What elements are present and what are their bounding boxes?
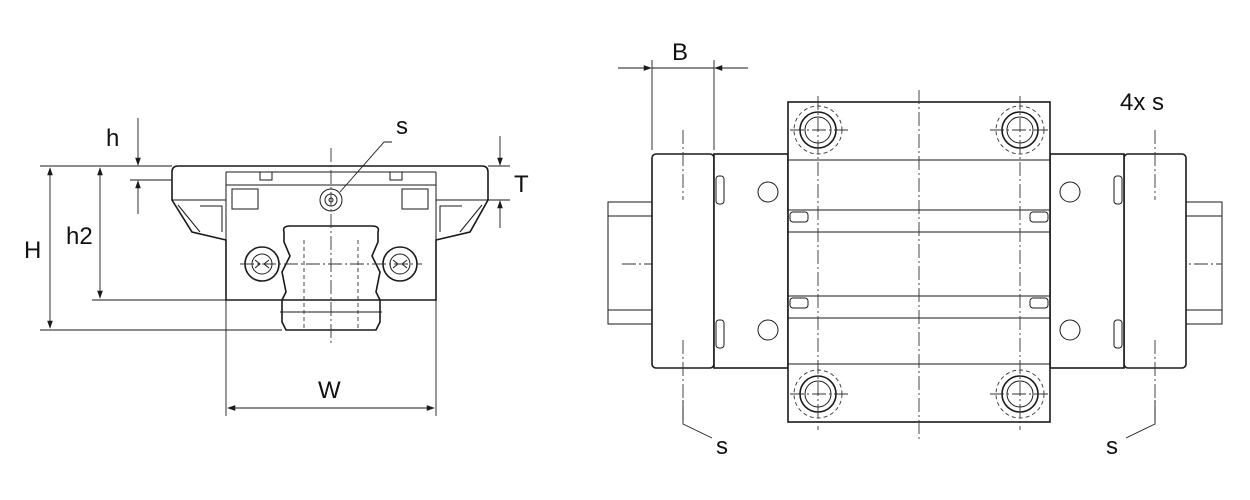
dim-s-label: s (396, 113, 408, 140)
dim-4xs-label: 4x s (1120, 89, 1164, 116)
top-view: B 4x s s s (607, 39, 1223, 460)
right-end-cap (1049, 153, 1125, 369)
dim-h2-label: h2 (66, 223, 93, 250)
end-cap-hole-icon (757, 181, 1081, 341)
dim-B-label: B (672, 39, 688, 66)
left-end-cap (713, 153, 789, 369)
dim-H-label: H (24, 237, 41, 264)
dim-s-left-label: s (716, 433, 728, 460)
rail-profile (281, 225, 381, 331)
dim-T-label: T (514, 171, 529, 198)
dim-W-label: W (318, 377, 341, 404)
front-view: H h2 h T W s (24, 113, 529, 416)
dim-h-label: h (106, 125, 119, 152)
dim-s-right-label: s (1106, 433, 1118, 460)
carriage-body (171, 165, 489, 301)
